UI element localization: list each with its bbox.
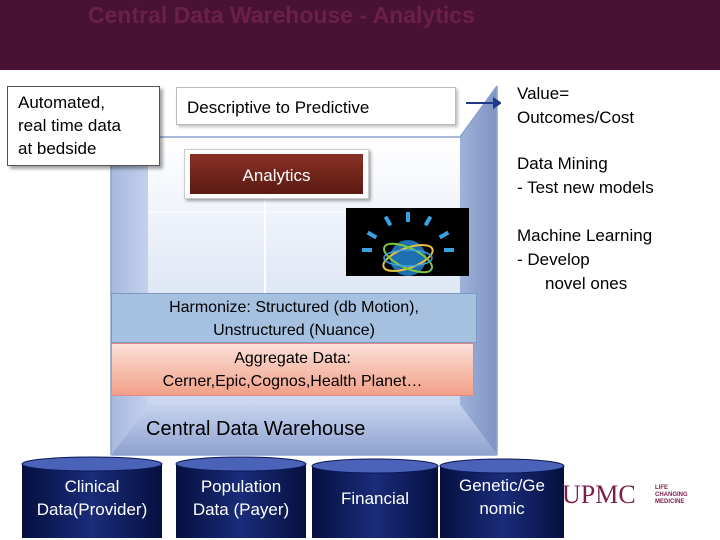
data-mining-block: Data Mining - Test new models [517,152,697,200]
automated-line: real time data [18,116,121,135]
outcomes-panel: Value= Outcomes/Cost Data Mining - Test … [501,76,713,302]
source-line: Data(Provider) [36,500,148,519]
arrow-right-icon [466,97,502,109]
cube-floor [111,405,497,455]
aggregate-line: Aggregate Data: [234,350,351,367]
source-line: Financial [340,489,410,508]
harmonize-line: Harmonize: Structured (db Motion), [169,299,419,316]
source-line: nomic [479,499,525,518]
tagline-line: CHANGING [655,492,688,498]
source-clinical: Clinical Data(Provider) [22,475,162,521]
machine-learning-block: Machine Learning - Develop novel ones [517,224,697,296]
source-line: Data (Payer) [192,500,290,519]
source-line: Clinical [64,477,120,496]
cylinder-population [175,456,307,538]
aggregate-line: Cerner,Epic,Cognos,Health Planet… [162,373,423,390]
source-genetic: Genetic/Ge nomic [440,474,564,520]
source-financial: Financial [312,487,438,510]
machine-learning-line: novel ones [545,274,628,293]
source-line: Genetic/Ge [459,476,545,495]
source-line: Population [200,477,282,496]
automated-bedside-box: Automated, real time data at bedside [7,86,160,166]
warehouse-label: Central Data Warehouse [146,418,366,440]
data-mining-line: - Test new models [517,178,654,197]
watson-globe-icon [346,208,469,276]
machine-learning-line: Machine Learning [517,226,653,245]
value-line: Value= [517,84,570,103]
aggregate-box: Aggregate Data: Cerner,Epic,Cognos,Healt… [111,343,474,396]
upmc-tagline: LIFE CHANGING MEDICINE [655,485,688,506]
data-mining-line: Data Mining [517,154,608,173]
upmc-logo: UPMC [562,480,636,509]
analytics-box: Analytics [184,149,369,199]
slide-title: Central Data Warehouse - Analytics [88,2,475,28]
value-line: Outcomes/Cost [517,108,635,127]
cylinder-financial [311,458,439,538]
descriptive-predictive-box: Descriptive to Predictive [176,87,456,125]
cylinder-genetic [439,458,565,538]
automated-line: at bedside [18,139,97,158]
cylinder-clinical [21,456,163,538]
machine-learning-line: - Develop [517,250,590,269]
value-block: Value= Outcomes/Cost [517,82,697,130]
tagline-line: LIFE [655,485,668,491]
harmonize-box: Harmonize: Structured (db Motion), Unstr… [111,293,477,343]
analytics-label: Analytics [190,154,363,194]
tagline-line: MEDICINE [655,499,685,505]
harmonize-line: Unstructured (Nuance) [213,322,375,339]
title-bar: Central Data Warehouse - Analytics [0,0,720,70]
automated-line: Automated, [18,93,105,112]
source-population: Population Data (Payer) [176,475,306,521]
